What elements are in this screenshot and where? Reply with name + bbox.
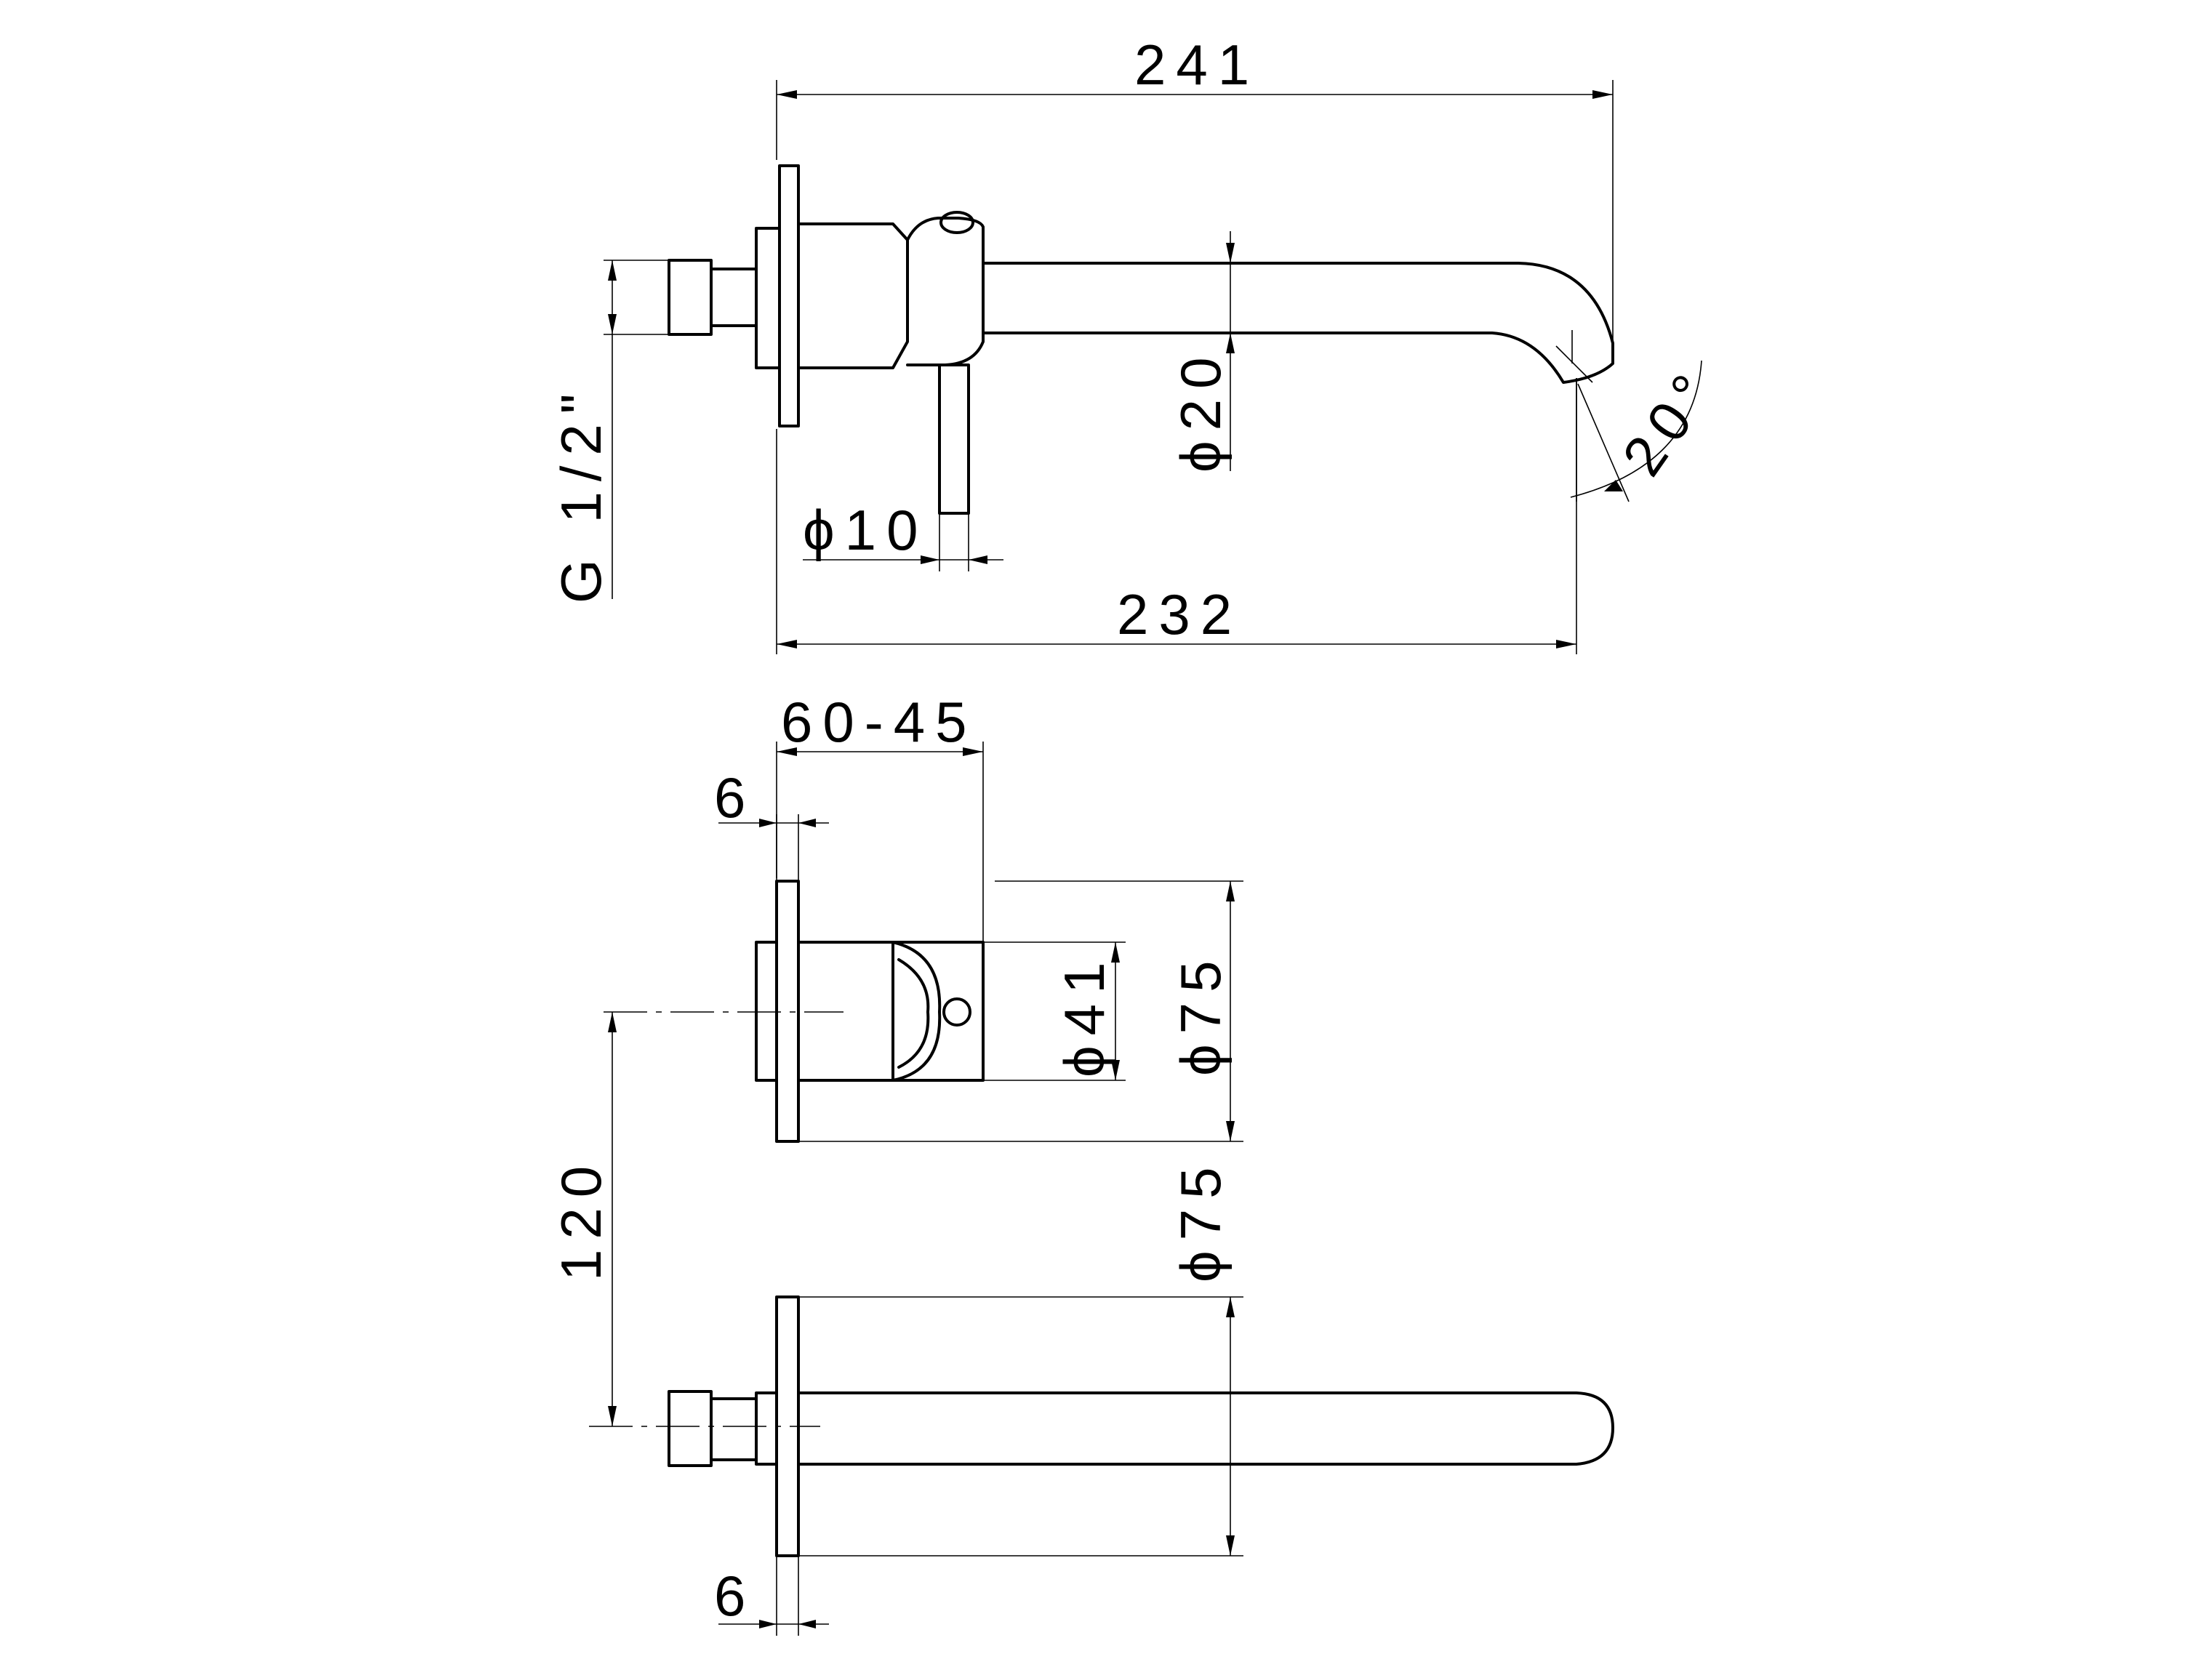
dim-phi75a-arrow-top (1226, 881, 1235, 901)
side-cartridge-body (797, 222, 909, 369)
dim-241-label: 241 (1134, 33, 1259, 97)
dim-phi10-label: ϕ10 (803, 498, 928, 562)
dim-120-label: 120 (549, 1156, 613, 1281)
mixer-wall-plate (775, 880, 800, 1143)
dim-phi20-arrow-bottom (1226, 333, 1235, 353)
dim-6bottom-label: 6 (714, 1564, 756, 1628)
dim-120-arrow-top (608, 1012, 617, 1032)
side-inlet-nut (710, 268, 758, 327)
dim-angle-arc (1570, 360, 1702, 498)
mixer-indicator-dot (942, 997, 971, 1027)
mixer-handle-curve (891, 941, 942, 1082)
dim-6045-arrow-left (777, 747, 797, 756)
dim-phi75b-label: ϕ75 (1169, 1157, 1233, 1282)
spout-inlet-connector (668, 1390, 713, 1467)
dim-241-arrow-left (777, 90, 797, 99)
dim-g12-arrow-top (608, 260, 617, 281)
side-lever (938, 363, 970, 515)
side-view: 241 232 G 1/2" ϕ20 ϕ10 20° (549, 33, 1729, 654)
dim-232-arrow-right (1556, 640, 1576, 648)
spout-flange (755, 1391, 778, 1466)
spout-body (797, 1391, 1614, 1466)
mixer-handle-outline (891, 941, 985, 1082)
dim-6top-label: 6 (714, 766, 756, 830)
dim-phi75b-arrow-top (1226, 1297, 1235, 1317)
dim-phi20-label: ϕ20 (1169, 348, 1233, 473)
side-spout-centerline (1555, 345, 1593, 383)
dim-phi41-arrow-bottom (1111, 1060, 1120, 1080)
dim-6bottom-arrow-left (759, 1620, 777, 1628)
side-inlet-connector (668, 259, 713, 336)
spout-inlet-nut (710, 1397, 758, 1461)
dim-6045-arrow-right (963, 747, 983, 756)
dim-6bottom-arrow-right (798, 1620, 816, 1628)
dim-g12-arrow-bottom (608, 314, 617, 334)
dim-g12-label: G 1/2" (549, 384, 613, 603)
dim-angle-label: 20° (1610, 355, 1729, 487)
dim-241-arrow-right (1592, 90, 1613, 99)
dim-phi10-arrow-right (969, 555, 987, 564)
side-lever-knob (939, 211, 974, 234)
dim-120-arrow-bottom (608, 1406, 617, 1426)
dim-phi75a-label: ϕ75 (1169, 951, 1233, 1076)
side-flange (755, 227, 781, 369)
dim-phi20-arrow-top (1226, 243, 1235, 263)
mixer-body (797, 941, 894, 1082)
dim-phi41-label: ϕ41 (1052, 952, 1116, 1077)
dim-6top-arrow-right (798, 819, 816, 827)
dim-6top-arrow-left (759, 819, 777, 827)
dim-angle-ext-slant (1577, 383, 1630, 502)
dim-phi75a-arrow-bottom (1226, 1121, 1235, 1141)
dim-angle-arrow (1604, 480, 1623, 491)
spout-view: ϕ75 6 (589, 1157, 1614, 1636)
side-wall-plate (778, 164, 800, 427)
dim-232-label: 232 (1117, 582, 1242, 646)
side-spout (982, 262, 1614, 384)
mixer-flange (755, 941, 778, 1082)
side-lever-housing (906, 217, 985, 366)
dim-232-arrow-left (777, 640, 797, 648)
dim-6045-label: 60-45 (781, 690, 977, 754)
mixer-handle-curve-inner (897, 958, 930, 1069)
dim-phi41-arrow-top (1111, 942, 1120, 963)
mixer-view: 60-45 6 ϕ41 ϕ75 120 (549, 690, 1243, 1426)
dim-phi10-arrow-left (921, 555, 939, 564)
dim-phi75b-arrow-bottom (1226, 1535, 1235, 1556)
